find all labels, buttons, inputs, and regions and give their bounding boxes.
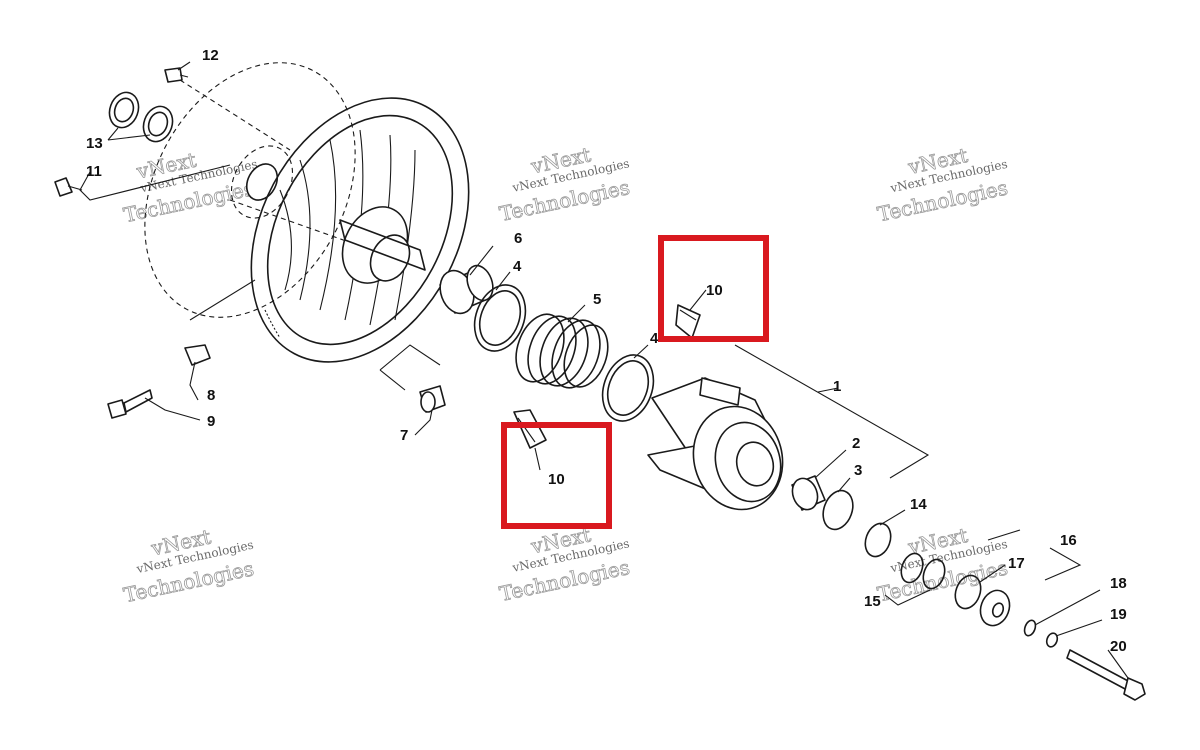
callout-1: 1	[833, 378, 841, 395]
part-16-cap	[979, 589, 1011, 627]
highlight-boxes	[501, 235, 769, 529]
leader-lines	[79, 61, 1129, 679]
highlight-box-lower	[501, 422, 612, 529]
part-6-bushing	[439, 264, 494, 315]
part-13-washers	[108, 91, 174, 143]
callout-9: 9	[207, 413, 215, 430]
callout-17: 17	[1008, 555, 1025, 572]
part-20-bolt	[1066, 649, 1146, 701]
part-11-screw	[54, 177, 83, 197]
callout-10: 10	[548, 471, 565, 488]
highlight-box-upper	[658, 235, 769, 342]
callout-7: 7	[400, 427, 408, 444]
part-17-ring	[954, 574, 982, 610]
callout-15: 15	[864, 593, 881, 610]
callout-3: 3	[854, 462, 862, 479]
callout-14: 14	[910, 496, 927, 513]
callout-18: 18	[1110, 575, 1127, 592]
part-10-shoe-upper	[675, 304, 701, 339]
part-2-bushing	[791, 475, 826, 511]
callout-13: 13	[86, 135, 103, 152]
part-5-spring	[515, 313, 609, 389]
callout-10: 10	[706, 282, 723, 299]
callout-12: 12	[202, 47, 219, 64]
callout-6: 6	[514, 230, 522, 247]
part-1-cam	[647, 377, 784, 511]
callout-19: 19	[1110, 606, 1127, 623]
callout-4: 4	[513, 258, 522, 275]
part-14-o-ring	[864, 522, 892, 558]
part-3-snap-ring	[822, 489, 854, 531]
callouts: 1 2 3 4 4 5 6 7 8 9 10 10 11 12 13 14 15…	[86, 47, 1127, 655]
part-18-washer	[1023, 619, 1037, 637]
callout-2: 2	[852, 435, 860, 452]
part-9-bolt	[107, 389, 153, 419]
part-4-washer-lower	[601, 354, 655, 422]
callout-4: 4	[650, 330, 659, 347]
part-4-washer-upper	[473, 284, 527, 352]
part-15-washers	[900, 552, 946, 590]
callout-8: 8	[207, 387, 215, 404]
watermark-group: vNext vNext Technologies Technologies vN…	[121, 142, 1010, 608]
callout-5: 5	[593, 291, 601, 308]
callout-20: 20	[1110, 638, 1127, 655]
part-7-roller	[419, 385, 446, 413]
part-19-washer	[1045, 632, 1059, 648]
part-8-clip	[184, 344, 211, 366]
part-10-shoe-lower	[513, 409, 547, 449]
part-12-screw	[164, 67, 189, 83]
callout-11: 11	[86, 163, 102, 180]
front-sheave	[250, 97, 470, 363]
callout-16: 16	[1060, 532, 1077, 549]
